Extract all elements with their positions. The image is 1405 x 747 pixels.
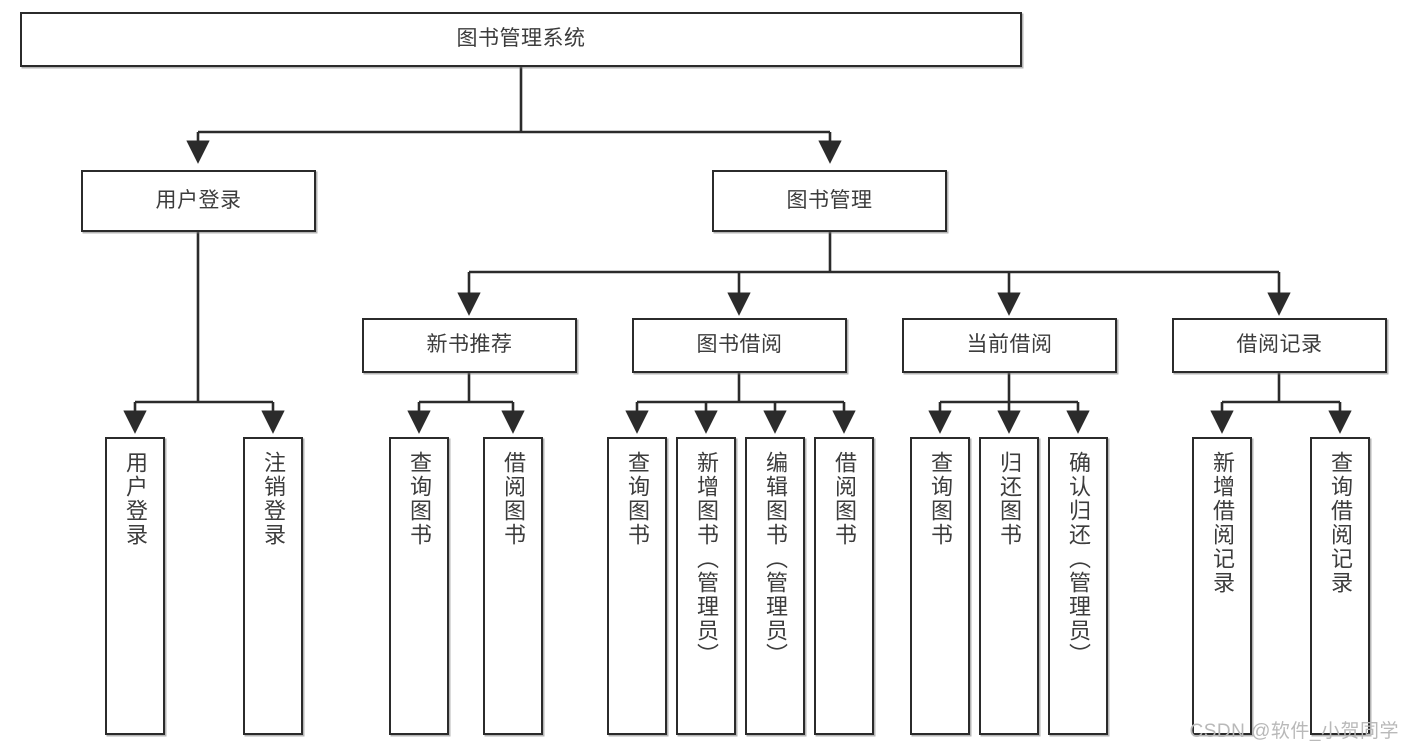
leaf-query-book-2-label: 查询图书: [625, 451, 650, 547]
leaf-return-book[interactable]: 归还图书: [979, 437, 1039, 735]
node-new-book-recommend-label: 新书推荐: [426, 333, 513, 357]
leaf-add-book[interactable]: 新增图书（管理员）: [676, 437, 736, 735]
leaf-logout-login[interactable]: 注销登录: [243, 437, 303, 735]
node-borrow-record-label: 借阅记录: [1236, 333, 1323, 357]
leaf-edit-book-label: 编辑图书（管理员）: [763, 451, 788, 667]
leaf-return-book-label: 归还图书: [997, 451, 1022, 547]
node-root-label: 图书管理系统: [456, 27, 586, 51]
leaf-query-book-2[interactable]: 查询图书: [607, 437, 667, 735]
leaf-query-borrow-record-label: 查询借阅记录: [1328, 451, 1353, 595]
node-book-management-label: 图书管理: [786, 188, 873, 212]
leaf-user-login-label: 用户登录: [123, 451, 148, 547]
leaf-query-borrow-record[interactable]: 查询借阅记录: [1310, 437, 1370, 735]
node-new-book-recommend[interactable]: 新书推荐: [362, 318, 577, 373]
leaf-confirm-return-label: 确认归还（管理员）: [1066, 451, 1091, 667]
leaf-edit-book[interactable]: 编辑图书（管理员）: [745, 437, 805, 735]
node-book-management[interactable]: 图书管理: [712, 170, 947, 232]
node-root[interactable]: 图书管理系统: [20, 12, 1022, 67]
leaf-add-borrow-record[interactable]: 新增借阅记录: [1192, 437, 1252, 735]
node-current-borrow[interactable]: 当前借阅: [902, 318, 1117, 373]
leaf-add-book-label: 新增图书（管理员）: [694, 451, 719, 667]
node-user-login[interactable]: 用户登录: [81, 170, 316, 232]
node-current-borrow-label: 当前借阅: [966, 333, 1053, 357]
node-borrow-record[interactable]: 借阅记录: [1172, 318, 1387, 373]
leaf-user-login[interactable]: 用户登录: [105, 437, 165, 735]
leaf-query-book-1[interactable]: 查询图书: [389, 437, 449, 735]
leaf-borrow-book-2-label: 借阅图书: [832, 451, 857, 547]
node-book-borrow[interactable]: 图书借阅: [632, 318, 847, 373]
leaf-add-borrow-record-label: 新增借阅记录: [1210, 451, 1235, 595]
leaf-query-book-1-label: 查询图书: [407, 451, 432, 547]
node-book-borrow-label: 图书借阅: [696, 333, 783, 357]
leaf-borrow-book-1[interactable]: 借阅图书: [483, 437, 543, 735]
leaf-borrow-book-1-label: 借阅图书: [501, 451, 526, 547]
node-user-login-label: 用户登录: [155, 188, 242, 212]
leaf-query-book-3-label: 查询图书: [928, 451, 953, 547]
leaf-borrow-book-2[interactable]: 借阅图书: [814, 437, 874, 735]
leaf-logout-login-label: 注销登录: [261, 451, 286, 547]
leaf-query-book-3[interactable]: 查询图书: [910, 437, 970, 735]
leaf-confirm-return[interactable]: 确认归还（管理员）: [1048, 437, 1108, 735]
